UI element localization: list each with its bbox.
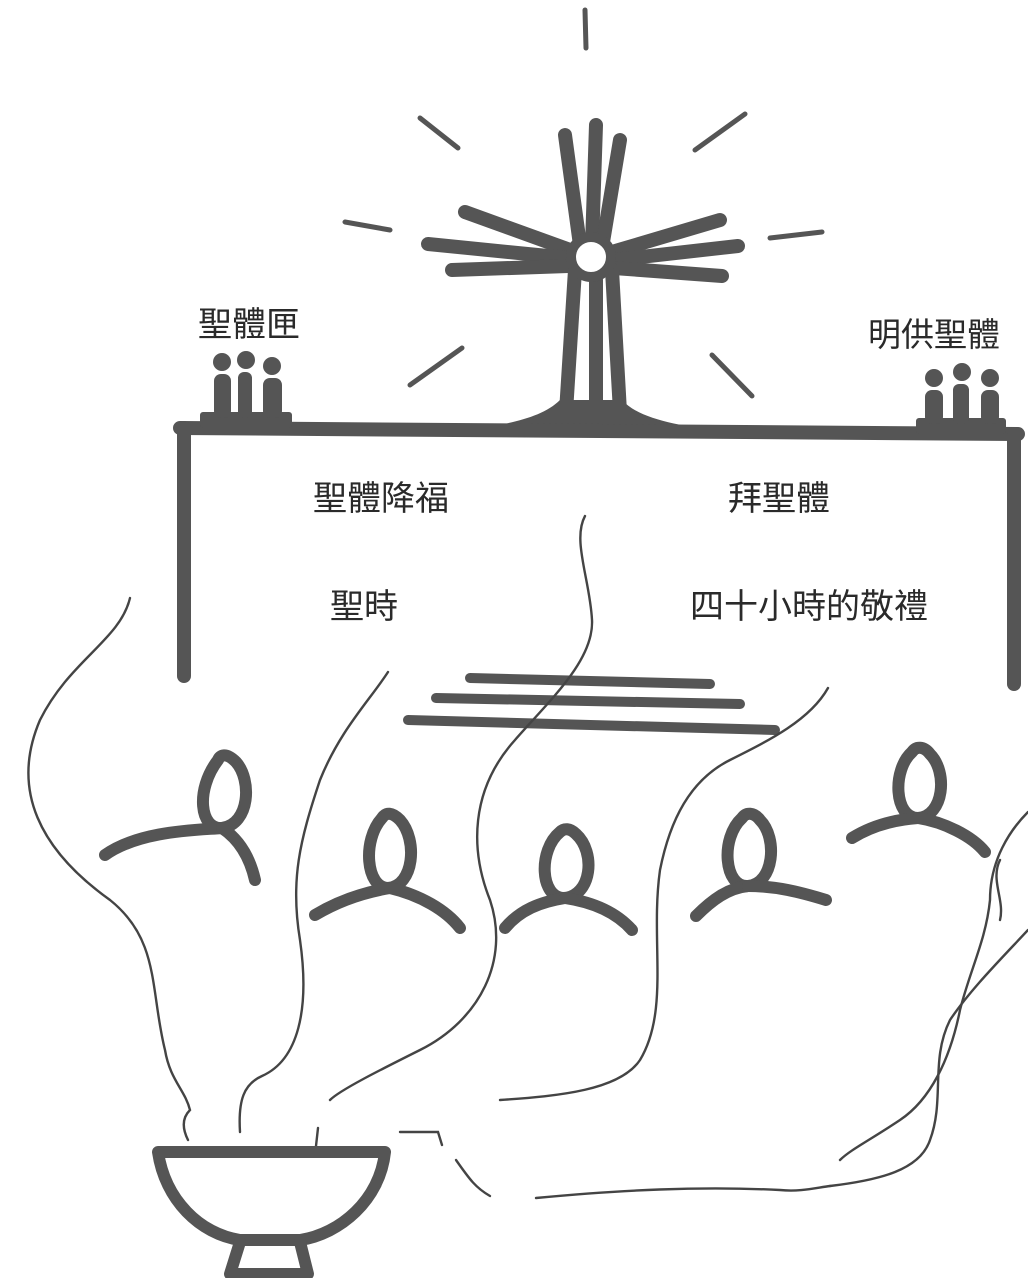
light-rays	[342, 111, 825, 399]
person-figure-4	[690, 807, 832, 922]
monstrance-icon	[421, 118, 745, 432]
label-tabernacle: 聖體匣	[198, 305, 300, 345]
label-exposition: 明供聖體	[868, 315, 1000, 354]
label-benediction: 聖體降福	[313, 479, 449, 519]
person-figure-1	[99, 749, 261, 886]
top-marker-line	[582, 7, 589, 51]
label-holy-hour: 聖時	[330, 587, 398, 627]
altar-table	[173, 421, 1025, 691]
incense-bowl-icon	[152, 1146, 391, 1278]
tabernacle-figures-icon	[200, 351, 292, 428]
label-forty-hours: 四十小時的敬禮	[690, 587, 928, 627]
altar-steps	[403, 673, 780, 735]
label-adoration: 拜聖體	[728, 479, 830, 519]
person-figure-2	[309, 807, 466, 934]
person-figure-5	[846, 741, 991, 858]
exposition-figures-icon	[916, 363, 1006, 434]
incense-smoke	[27, 514, 1028, 1200]
person-figure-3	[499, 823, 638, 936]
